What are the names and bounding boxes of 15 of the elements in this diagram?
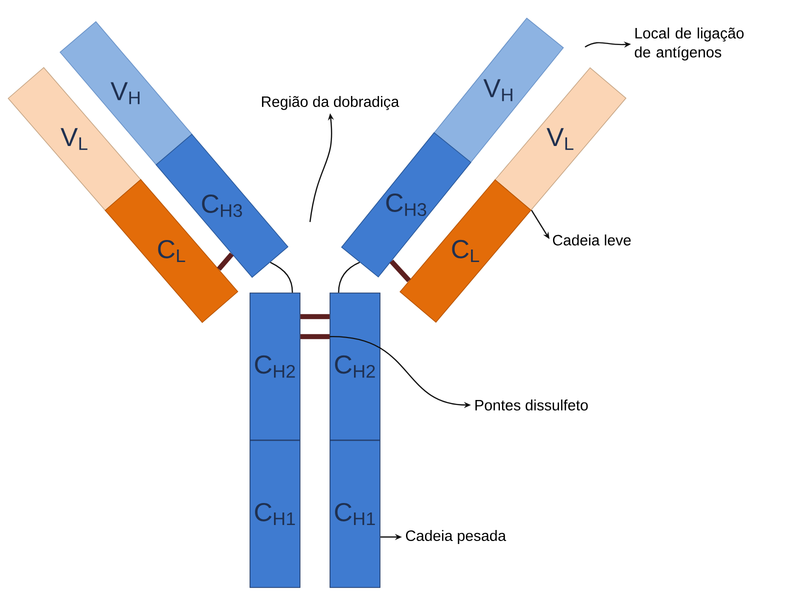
disulfide-bond [216,252,234,271]
annotation-label: Região da dobradiça [262,96,400,110]
annotation-label: Cadeia leve [552,234,631,246]
domain-box: C$_{H2}$ [250,292,300,440]
disulfide-bond [300,334,330,340]
disulfide-bond [390,260,411,282]
domain-box: C$_{H1}$ [330,440,380,588]
annotation-label: Cadeia pesada [406,530,506,544]
hinge-line [338,262,360,293]
hinge-line [270,262,293,293]
annotation-label: Pontes dissulfeto [475,400,588,410]
disulfide-bond [300,314,330,320]
annotation-label: Local de ligação de antígenos [634,28,744,60]
domain-box: C$_{H1}$ [250,440,300,588]
domain-box: C$_{H2}$ [330,292,380,440]
